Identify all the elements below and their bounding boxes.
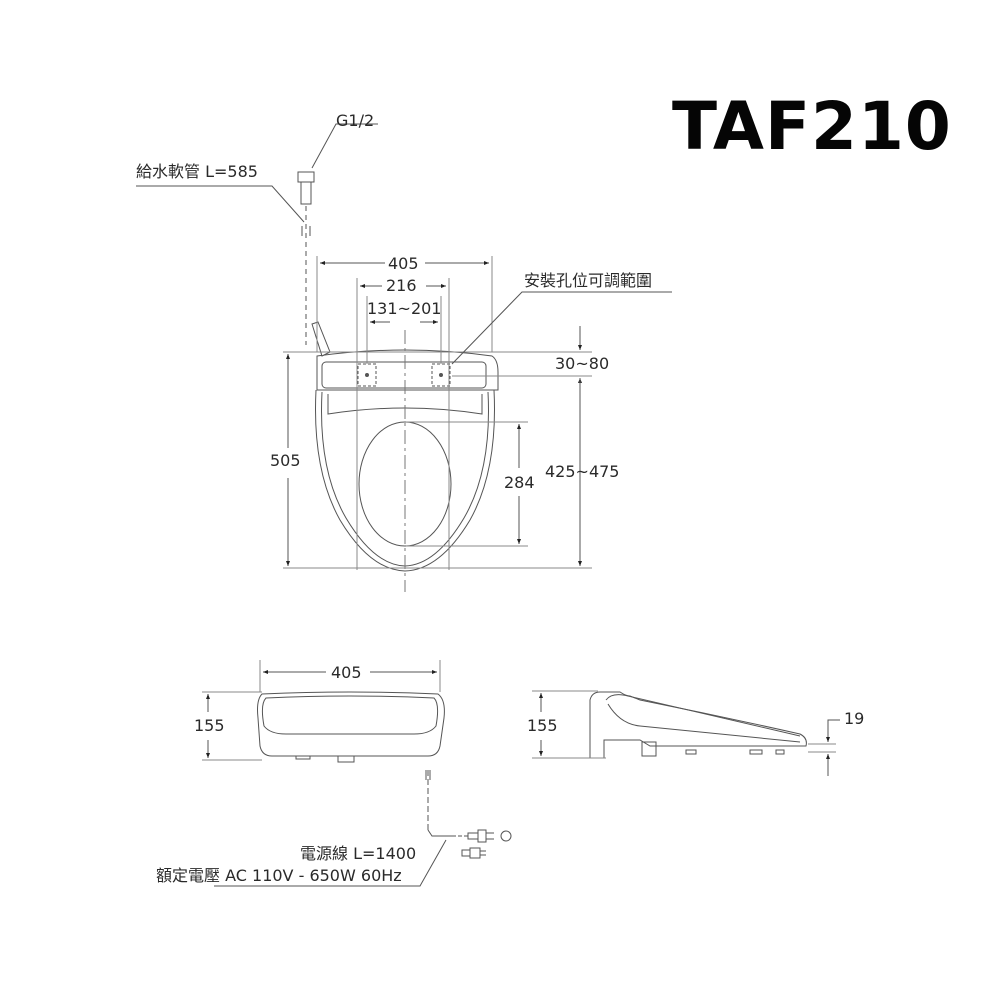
power-cord-label: 電源線 L=1400	[300, 844, 417, 863]
side-view-seat-icon	[589, 691, 807, 759]
dim-hole-offset: 30~80	[555, 354, 610, 373]
mount-hole-note: 安裝孔位可調範圍	[524, 271, 653, 290]
supply-hose-icon	[136, 123, 378, 345]
side-dim-thickness: 19	[844, 709, 865, 728]
dim-overall-length: 505	[270, 451, 301, 470]
fitting-label: G1/2	[336, 111, 375, 130]
dim-mount-to-front: 425~475	[545, 462, 620, 481]
dim-opening-length: 284	[504, 473, 535, 492]
model-title: TAF210	[672, 88, 952, 165]
front-dim-width: 405	[331, 663, 362, 682]
side-dim-height: 155	[527, 716, 558, 735]
dim-width-overall: 405	[388, 254, 419, 273]
power-rating-label: 額定電壓 AC 110V - 650W 60Hz	[156, 866, 402, 885]
top-view-seat-icon	[311, 321, 499, 572]
dim-hole-range: 131~201	[367, 299, 442, 318]
supply-hose-label: 給水軟管 L=585	[136, 162, 258, 181]
dim-hole-spacing: 216	[386, 276, 417, 295]
power-cord-icon	[214, 770, 512, 887]
front-dim-height: 155	[194, 716, 225, 735]
front-view-seat-icon	[257, 691, 445, 763]
